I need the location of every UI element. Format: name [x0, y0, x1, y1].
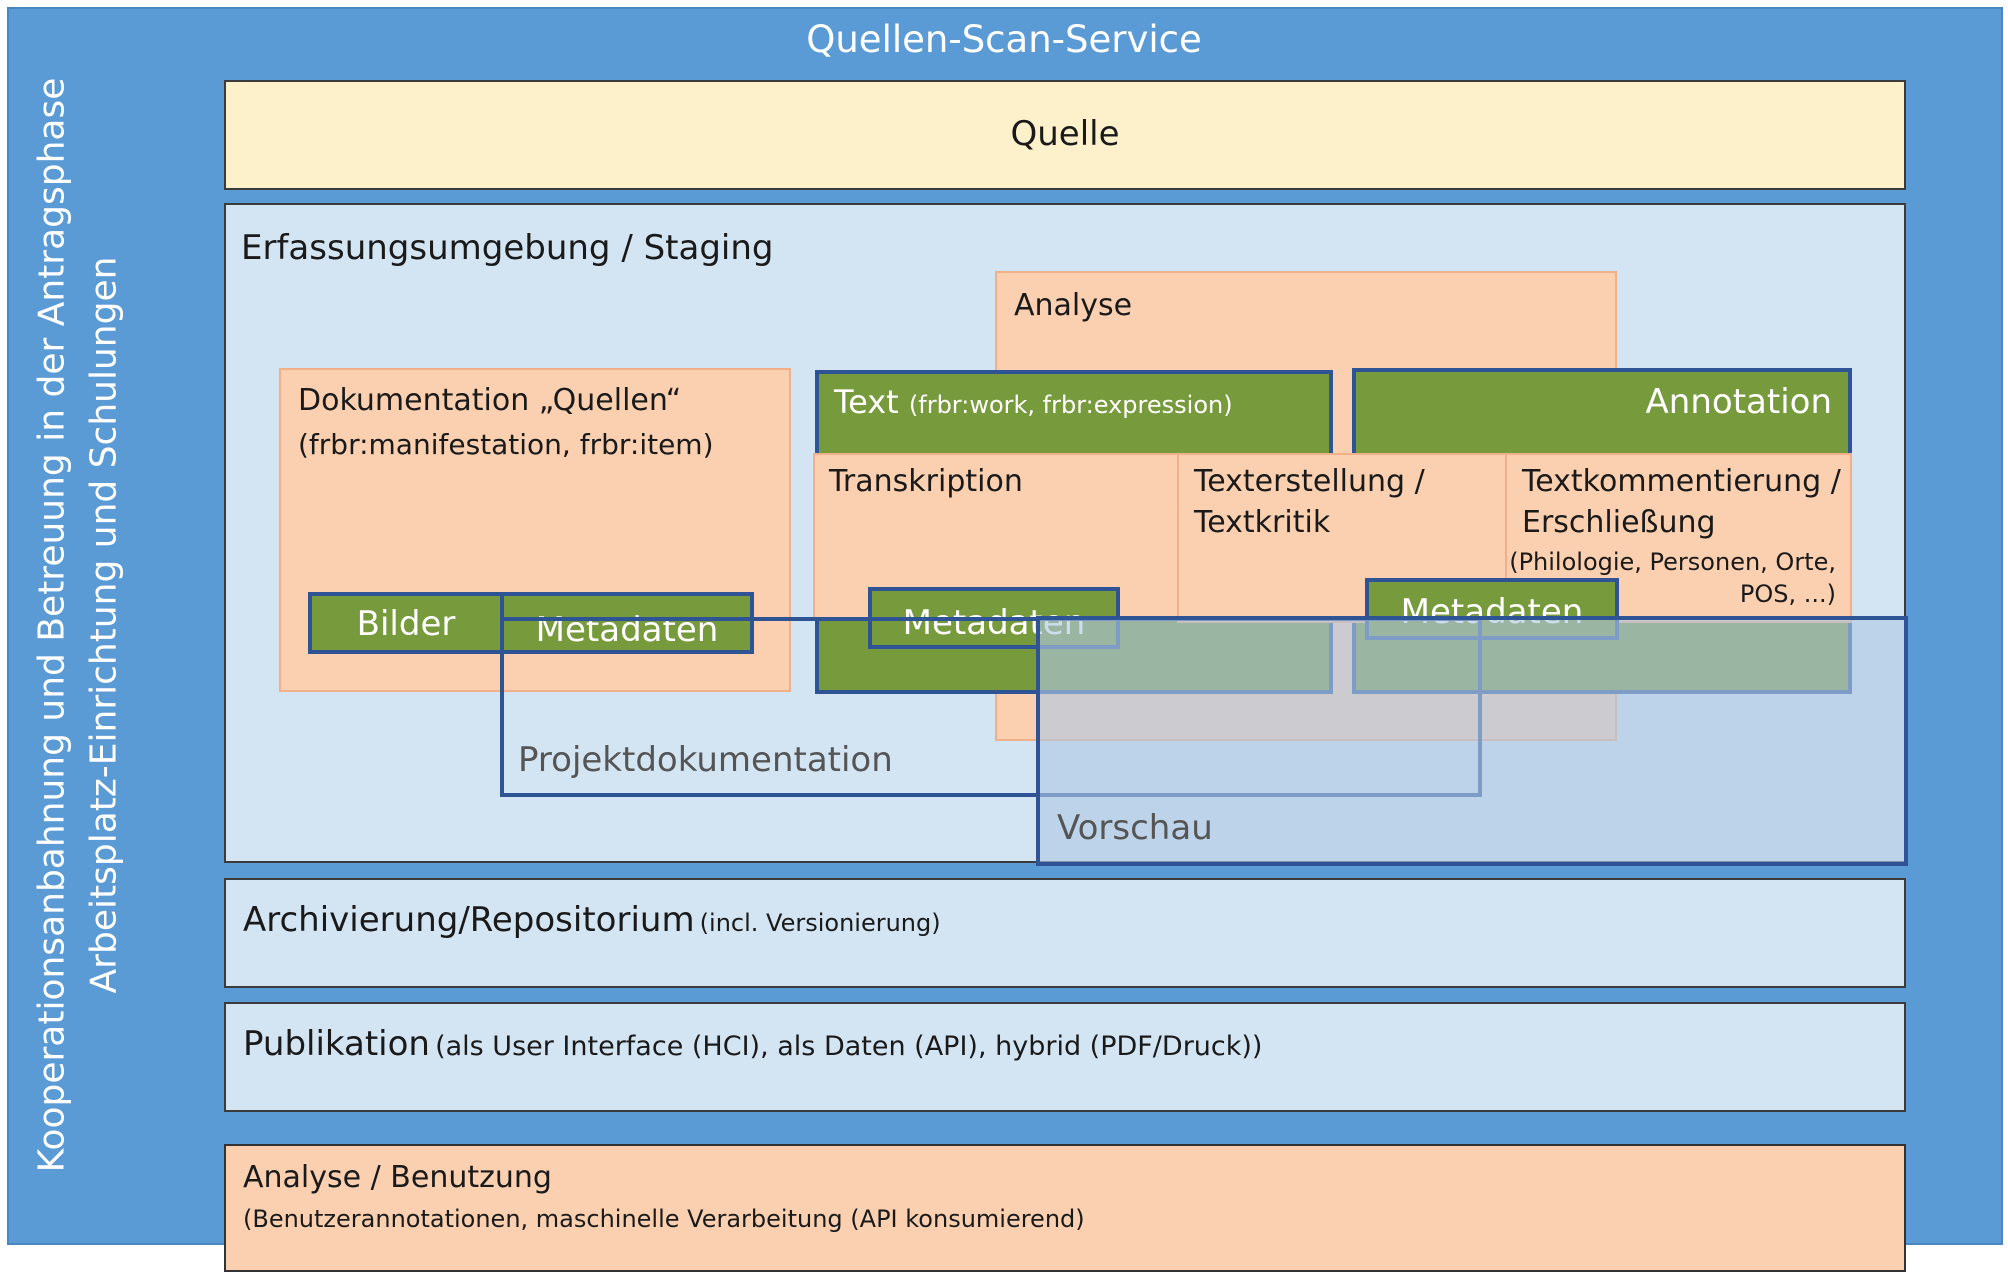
publikation-title: Publikation [243, 1024, 430, 1064]
bilder-box: Bilder [308, 592, 504, 654]
texterstellung-line1: Texterstellung / [1194, 464, 1425, 499]
side-label-kooperation: Kooperationsanbahnung und Betreuung in d… [31, 77, 73, 1173]
service-title: Quellen-Scan-Service [806, 18, 1202, 61]
textkommentierung-line1: Textkommentierung / [1522, 464, 1841, 499]
vorschau-label: Vorschau [1057, 808, 1213, 848]
projektdokumentation-label: Projektdokumentation [518, 740, 893, 780]
textkommentierung-note2: POS, ...) [1739, 580, 1836, 608]
publikation-text: Publikation (als User Interface (HCI), a… [243, 1024, 1262, 1064]
archivierung-note: (incl. Versionierung) [699, 909, 941, 937]
analyse-label: Analyse [1014, 288, 1133, 323]
dokumentation-metadaten-label: Metadaten [535, 610, 719, 650]
side-label-arbeitsplatz: Arbeitsplatz-Einrichtung und Schulungen [83, 256, 125, 994]
analyse-benutzung-box: Analyse / Benutzung (Benutzerannotatione… [224, 1144, 1906, 1272]
bilder-label: Bilder [356, 604, 456, 644]
quelle-label: Quelle [1010, 114, 1120, 154]
textkommentierung-line2: Erschließung [1522, 505, 1716, 540]
text-label-sub: (frbr:work, frbr:expression) [908, 391, 1233, 419]
texterstellung-line2: Textkritik [1194, 505, 1331, 540]
annotation-label: Annotation [1645, 382, 1832, 422]
quelle-box: Quelle [224, 80, 1906, 190]
texterstellung-box [1177, 453, 1507, 623]
archivierung-box: Archivierung/Repositorium (incl. Version… [224, 878, 1906, 988]
dokumentation-subtitle: (frbr:manifestation, frbr:item) [298, 428, 714, 461]
archivierung-title: Archivierung/Repositorium [243, 900, 695, 940]
text-label-main: Text [834, 383, 899, 421]
text-label: Text (frbr:work, frbr:expression) [834, 383, 1233, 421]
analyse-benutzung-title: Analyse / Benutzung [243, 1160, 552, 1195]
publikation-box: Publikation (als User Interface (HCI), a… [224, 1002, 1906, 1112]
staging-title: Erfassungsumgebung / Staging [241, 228, 774, 268]
dokumentation-title: Dokumentation „Quellen“ [298, 383, 682, 418]
transkription-label: Transkription [829, 464, 1023, 499]
archivierung-text: Archivierung/Repositorium (incl. Version… [243, 900, 941, 940]
publikation-note: (als User Interface (HCI), als Daten (AP… [435, 1031, 1263, 1062]
dokumentation-metadaten-box: Metadaten [500, 592, 754, 654]
analyse-benutzung-note: (Benutzerannotationen, maschinelle Verar… [243, 1205, 1085, 1233]
vorschau-box [1036, 616, 1908, 866]
textkommentierung-note1: (Philologie, Personen, Orte, [1509, 548, 1836, 576]
